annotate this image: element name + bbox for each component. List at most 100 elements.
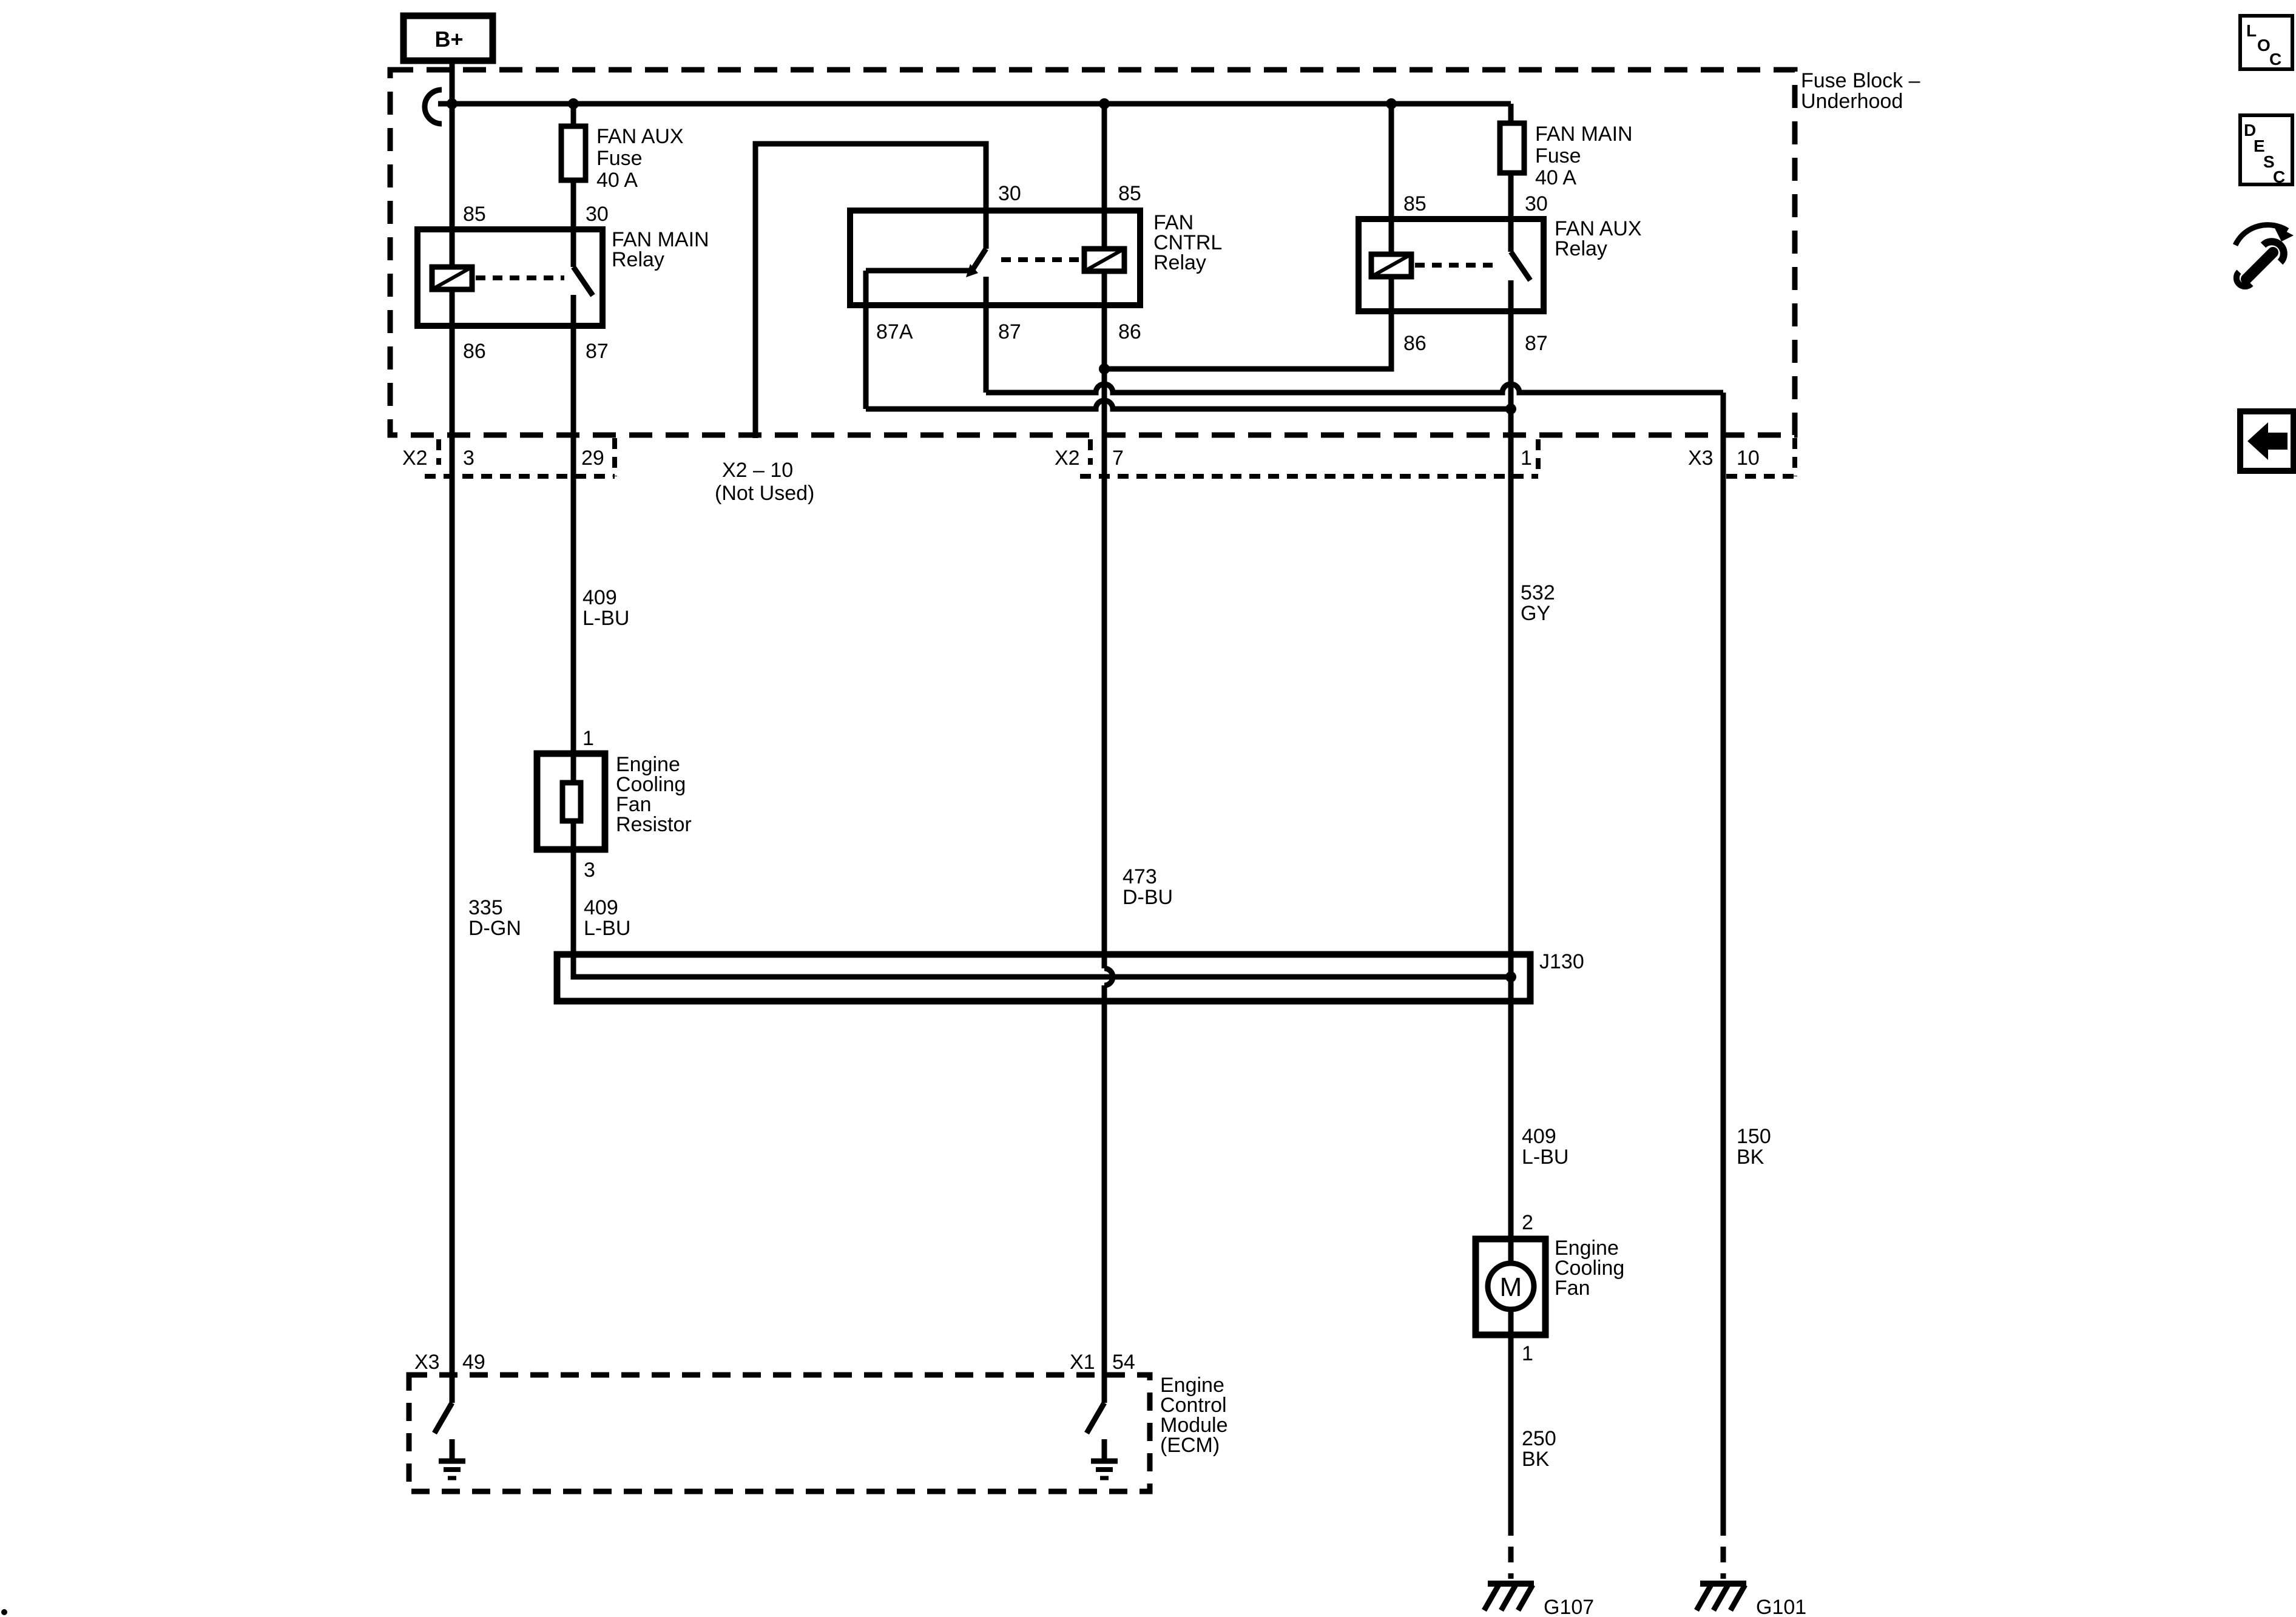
fan-aux-fuse-name: FAN AUX [596,125,684,148]
resistor-pin-1: 1 [582,727,594,750]
fan-aux-fuse-rating: 40 A [596,169,638,192]
wire-409-color: L-BU [582,607,629,630]
pin-87: 87 [1525,332,1548,355]
wire-150-code: 150 [1737,1125,1771,1148]
loc-letter-o: O [2257,36,2271,55]
ecm-label-3: Module [1160,1414,1228,1437]
wire-532-fan-feed-column [1508,104,1533,1579]
desc-letter-e: E [2254,137,2265,155]
wire-532-color: GY [1521,602,1550,625]
back-button[interactable] [2237,408,2296,474]
page-artifact-dot [1,1609,7,1615]
splice-hop [1104,965,1116,988]
fan-aux-relay: 85 30 86 87 FAN AUX Relay [1356,192,1642,355]
wire-409-code: 409 [582,586,617,609]
ecm-pin-49: 49 [462,1351,485,1374]
connector-x3-10: X3 10 [1688,438,1797,479]
ground-label: G107 [1544,1596,1594,1617]
wire-335-color: D-GN [468,917,521,940]
relay-name-1: FAN MAIN [612,228,709,251]
fan-aux-fuse: FAN AUX Fuse 40 A [558,123,684,192]
wire-532-code: 532 [1521,581,1555,604]
relay-86-link [1104,311,1394,372]
loc-letter-c: C [2269,50,2281,69]
relay-name-1: FAN AUX [1555,217,1642,240]
wrench-jaw [2260,238,2288,265]
pin-1: 1 [1521,447,1532,470]
junction-dots [447,98,1516,982]
fan-cntrl-87-to-ground-route [983,277,1726,1520]
wire-473-dbu-column [1101,104,1116,1403]
resistor-label-1: Engine [616,753,680,776]
wire-250-code: 250 [1522,1427,1556,1450]
relay-name-2: Relay [1555,237,1607,260]
fan-main-fuse-name: FAN MAIN [1535,123,1633,146]
resistor-element [559,780,584,824]
pin-30: 30 [998,182,1021,205]
bus-continuation-curl [422,87,442,127]
fan-pin-2: 2 [1522,1211,1533,1234]
fan-label-1: Engine [1555,1237,1619,1260]
pin-30: 30 [586,203,609,226]
relay-name-2: CNTRL [1153,231,1222,254]
connector-x2-10-not-used: X2 – 10 (Not Used) [715,459,814,505]
fan-label-3: Fan [1555,1277,1590,1300]
pin-29: 29 [581,447,604,470]
pin-86: 86 [1403,332,1427,355]
resistor-label-4: Resistor [616,813,692,836]
fan-cntrl-relay: 30 85 87A 87 86 FAN CNTRL Relay [847,182,1222,343]
relay-name-1: FAN [1153,211,1194,234]
loc-letter-l: L [2246,21,2257,40]
ecm-conn-x3: X3 [414,1351,440,1374]
ecm-pin-54: 54 [1112,1351,1135,1374]
loc-button[interactable]: L O C [2238,14,2294,71]
ground-g101: G101 [1694,1581,1806,1617]
wrench-tail [2233,269,2254,290]
splice-pack-j130: J130 [553,950,1584,1005]
pin-3: 3 [463,447,474,470]
power-bus [422,61,1511,127]
wire-250-color: BK [1522,1448,1550,1471]
not-used-note: (Not Used) [715,482,814,505]
fan-main-fuse-rating: 40 A [1535,166,1576,189]
wire-409b-code: 409 [584,896,618,919]
connector-name: X2 [1055,447,1080,470]
wire-409c-color: L-BU [1522,1146,1568,1169]
desc-letter-c: C [2273,167,2285,186]
fan-label-2: Cooling [1555,1257,1624,1280]
fuse-block-title-2: Underhood [1801,90,1903,113]
wire-335-code: 335 [468,896,503,919]
pin-87: 87 [998,320,1021,343]
pin-87: 87 [586,340,609,363]
pin-86: 86 [1118,320,1141,343]
wrench-icon[interactable] [2232,222,2294,290]
engine-control-module: X3 49 X1 54 Engine Control Module (ECM) [406,1351,1228,1494]
pin-85: 85 [1403,192,1427,215]
connector-x2-mid: X2 7 1 [1055,439,1541,479]
wire-150-color: BK [1737,1146,1764,1169]
resistor-pin-3: 3 [584,859,595,882]
wire-473-color: D-BU [1123,886,1173,909]
resistor-label-3: Fan [616,793,652,816]
pin-30: 30 [1525,192,1548,215]
ground-g107: G107 [1482,1581,1594,1617]
fan-aux-relay-switch-arm [1508,250,1533,282]
fan-main-relay-switch-arm [571,265,595,297]
wire-409-resistor-column [570,104,1511,980]
arrow-head [2273,224,2294,241]
ecm-label-2: Control [1160,1394,1227,1417]
fan-aux-fuse-type: Fuse [596,147,643,170]
connector-x2-left: X2 3 29 [402,438,617,479]
connector-name: X2 [402,447,428,470]
desc-button[interactable]: D E S C [2238,113,2294,186]
ecm-conn-x1: X1 [1070,1351,1095,1374]
pin-7: 7 [1112,447,1124,470]
fan-main-fuse-type: Fuse [1535,144,1581,167]
pin-85: 85 [1118,182,1141,205]
resistor-label-2: Cooling [616,773,686,796]
relay-name-3: Relay [1153,251,1206,274]
ground-label: G101 [1756,1596,1806,1617]
engine-cooling-fan-resistor: 1 3 Engine Cooling Fan Resistor [533,727,692,882]
